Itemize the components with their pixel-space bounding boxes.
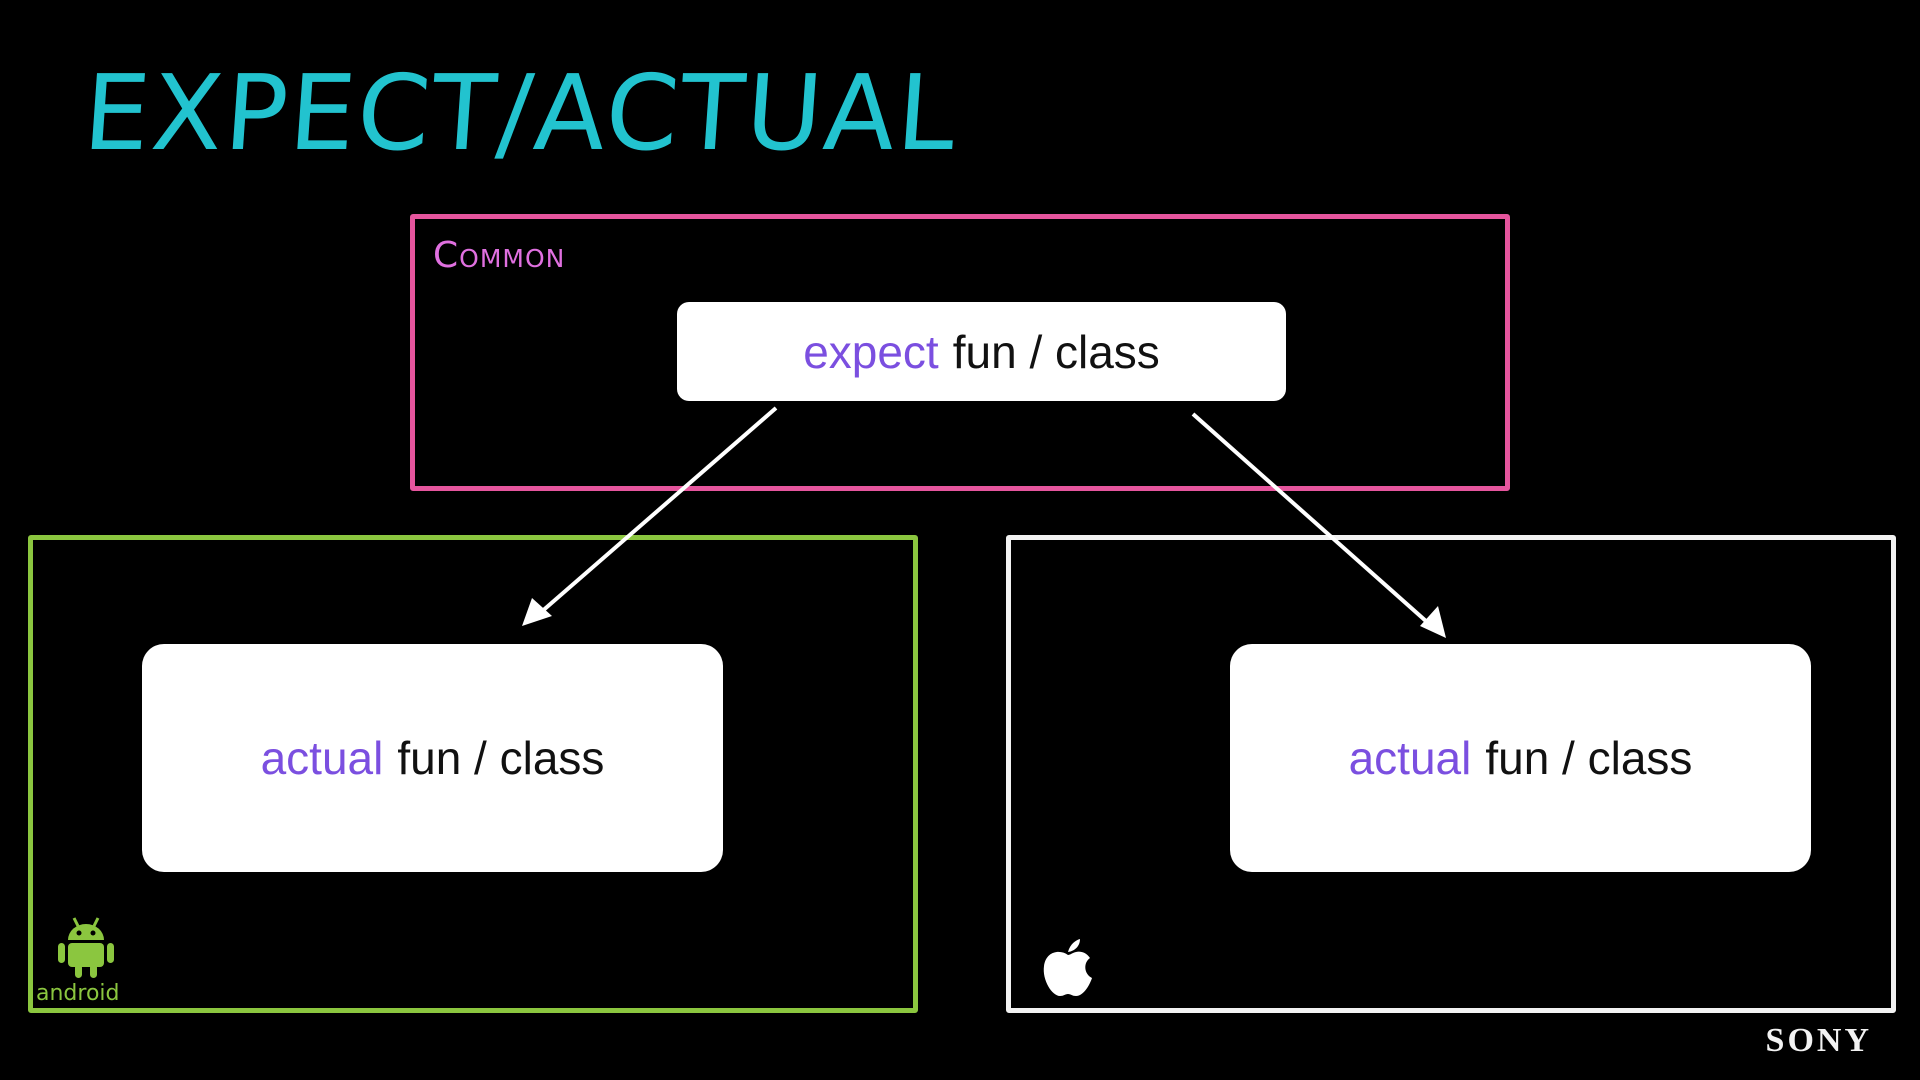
android-actual-box: actual fun / class xyxy=(142,644,723,872)
android-actual-box-text: fun / class xyxy=(397,732,605,784)
android-actual-keyword: actual xyxy=(260,732,384,784)
expect-keyword: expect xyxy=(803,325,939,378)
expect-box-text: fun / class xyxy=(952,325,1160,378)
android-group xyxy=(28,535,918,1013)
slide-title: EXPECT/ACTUAL xyxy=(79,52,962,174)
ios-actual-box: actual fun / class xyxy=(1230,644,1811,872)
ios-actual-keyword: actual xyxy=(1348,732,1472,784)
android-robot-icon xyxy=(58,917,114,978)
ios-actual-box-text: fun / class xyxy=(1485,732,1693,784)
android-logo: android xyxy=(34,914,142,1006)
expect-box: expect fun / class xyxy=(677,302,1286,401)
common-group-label: Common xyxy=(433,235,566,276)
sony-logo: SONY xyxy=(1765,1022,1872,1059)
android-logo-text: android xyxy=(36,981,120,1006)
ios-group xyxy=(1006,535,1896,1013)
apple-icon xyxy=(1043,939,1092,996)
common-group: Common xyxy=(410,214,1510,491)
